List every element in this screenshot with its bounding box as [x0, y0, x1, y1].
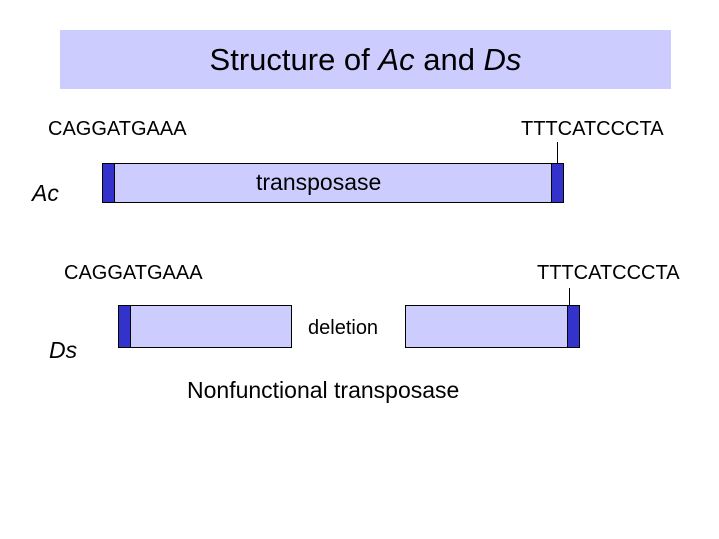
ac-left-terminal-repeat	[102, 163, 115, 203]
ds-left-segment	[118, 305, 292, 348]
title-banner: Structure of Ac and Ds	[60, 30, 671, 89]
ds-right-terminal-repeat	[567, 305, 580, 348]
title-ac: Ac	[378, 41, 415, 77]
ac-element-bar	[102, 163, 564, 203]
ac-right-sequence-pointer	[557, 142, 558, 163]
ac-right-terminal-repeat	[551, 163, 564, 203]
ds-left-terminal-repeat	[118, 305, 131, 348]
ds-label: Ds	[49, 337, 78, 363]
title-part-1: Structure of	[209, 41, 379, 77]
ds-right-sequence: TTTCATCCCTA	[537, 262, 680, 284]
title-part-2: and	[414, 41, 484, 77]
title-ds: Ds	[483, 41, 522, 77]
ds-left-sequence: CAGGATGAAA	[64, 262, 203, 284]
ds-right-segment	[405, 305, 580, 348]
ac-right-sequence: TTTCATCCCTA	[521, 118, 664, 140]
ds-deletion-label: deletion	[308, 317, 379, 339]
ac-transposase-label: transposase	[256, 169, 382, 195]
ds-nonfunctional-caption: Nonfunctional transposase	[187, 377, 460, 403]
ac-label: Ac	[32, 180, 59, 206]
ds-right-sequence-pointer	[569, 288, 570, 306]
ac-left-sequence: CAGGATGAAA	[48, 118, 187, 140]
